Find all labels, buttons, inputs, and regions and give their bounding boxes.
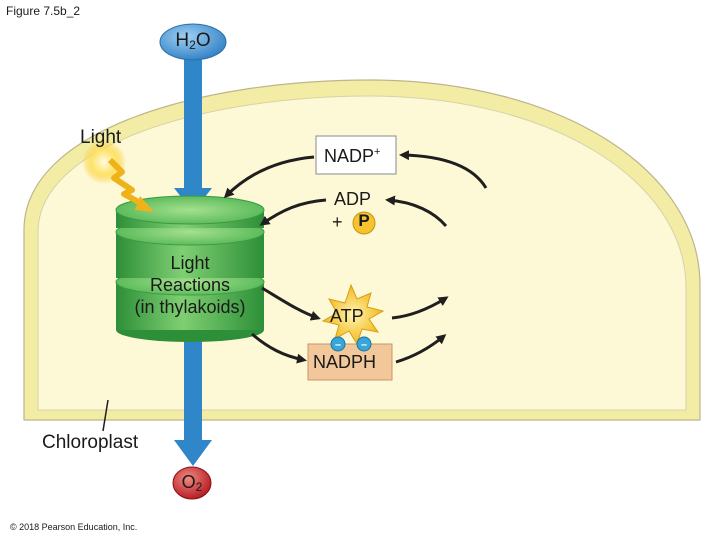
nadph-box xyxy=(307,343,393,381)
arrow-return-to-nadp xyxy=(399,150,488,189)
arrow-return-to-adp xyxy=(385,195,448,227)
sun-icon xyxy=(82,140,126,184)
water-label-end: O xyxy=(195,30,211,51)
light-reactions-line3: (in thylakoids) xyxy=(134,297,246,317)
oxygen-label-main: O xyxy=(181,472,196,492)
arrow-thylakoid-to-nadph xyxy=(251,332,307,364)
chloroplast-label: Chloroplast xyxy=(42,432,139,453)
light-reactions-line1: Light xyxy=(170,253,210,273)
nadp-box xyxy=(315,135,397,175)
light-reactions-label: Light Reactions (in thylakoids) xyxy=(110,252,270,318)
chloroplast-pointer-line xyxy=(102,399,109,432)
electron-2-sign: – xyxy=(361,339,367,351)
atp-label: ATP xyxy=(330,306,364,326)
electron-1-sign: – xyxy=(335,339,341,351)
oxygen-label: O2 xyxy=(172,472,212,494)
nadp-charge: + xyxy=(374,146,381,158)
arrow-nadp-to-thylakoid xyxy=(223,155,315,199)
water-label-subscript: 2 xyxy=(189,38,196,52)
thylakoid-stack xyxy=(115,195,265,342)
nadph-label: NADPH xyxy=(313,352,377,372)
phosphate-label: P xyxy=(358,211,370,230)
oxygen-molecule-bubble xyxy=(172,466,212,500)
plus-sign: + xyxy=(332,212,343,232)
adp-label: ADP xyxy=(334,189,372,209)
arrow-nadph-out xyxy=(395,334,447,364)
arrow-thylakoid-to-atp xyxy=(261,286,321,321)
light-label: Light xyxy=(80,127,122,148)
light-arrowhead xyxy=(135,196,154,212)
oxygen-outflow-arrow-shaft xyxy=(184,332,202,442)
water-molecule-bubble xyxy=(159,23,227,61)
figure-title: Figure 7.5b_2 xyxy=(6,4,81,18)
lightning-icon xyxy=(107,157,148,209)
light-reactions-line2: Reactions xyxy=(149,275,231,295)
phosphate-circle xyxy=(352,211,376,235)
arrow-atp-out xyxy=(391,296,449,320)
nadp-label: NADP+ xyxy=(324,146,380,167)
water-label-main: H xyxy=(175,30,190,51)
copyright-notice: © 2018 Pearson Education, Inc. xyxy=(10,522,138,532)
arrow-adp-to-thylakoid xyxy=(259,198,327,226)
water-inflow-arrow-shaft xyxy=(184,56,202,191)
electron-1 xyxy=(330,336,346,352)
oxygen-label-subscript: 2 xyxy=(195,480,203,494)
nadp-label-text: NADP xyxy=(324,146,375,166)
water-label: H2O xyxy=(160,30,226,52)
oxygen-outflow-arrowhead xyxy=(174,440,212,466)
electron-2 xyxy=(356,336,372,352)
